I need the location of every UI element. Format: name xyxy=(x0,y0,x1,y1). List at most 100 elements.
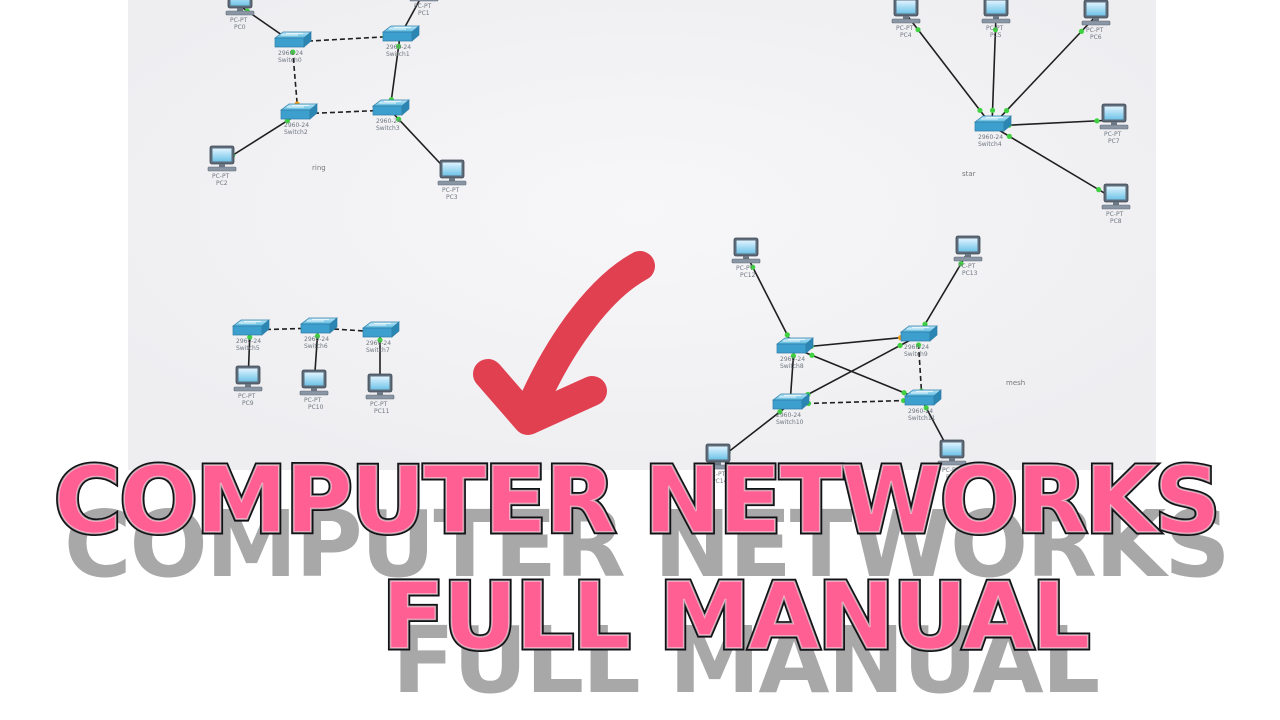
switch-name-label: Switch1 xyxy=(386,51,410,58)
link-up-indicator xyxy=(897,342,903,349)
pc-name-label: PC4 xyxy=(900,32,912,39)
switch-model-label: 2960-24 xyxy=(776,412,801,419)
link-up-indicator xyxy=(901,390,907,396)
pc-model-label: PC-PT xyxy=(958,263,976,270)
link-up-indicator xyxy=(989,107,996,113)
pc-model-label: PC-PT xyxy=(708,471,726,478)
pc-name-label: PC7 xyxy=(1108,138,1120,145)
switch-model-label: 2960-24 xyxy=(304,336,329,343)
pc-model-label: PC-PT xyxy=(896,25,914,32)
switch-model-label: 2960-24 xyxy=(366,340,391,347)
pc-name-label: PC15 xyxy=(946,474,962,481)
pc-name-label: PC14 xyxy=(712,478,728,485)
title-line-1: COMPUTER NETWORKS xyxy=(54,447,1219,554)
link-up-indicator xyxy=(284,118,290,124)
pc-name-label: PC11 xyxy=(374,408,390,415)
pc-model-label: PC-PT xyxy=(942,467,960,474)
mesh-topology-link xyxy=(789,335,919,405)
switch-model-label: 2960-24 xyxy=(904,344,929,351)
switch-model-label: 2960-24 xyxy=(278,50,303,57)
pc-model-label: PC-PT xyxy=(1104,131,1122,138)
link-up-indicator xyxy=(1096,187,1102,193)
area-label-star: star xyxy=(962,170,976,178)
pc-name-label: PC8 xyxy=(1110,218,1122,225)
pc-name-label: PC2 xyxy=(216,180,228,187)
pc-model-label: PC-PT xyxy=(238,393,256,400)
curved-arrow-icon xyxy=(473,251,655,435)
switch-name-label: Switch11 xyxy=(908,415,936,422)
switch-name-label: Switch7 xyxy=(366,347,390,354)
link-up-indicator xyxy=(1078,28,1085,34)
pc-name-label: PC5 xyxy=(990,32,1002,39)
switch-model-label: 2960-24 xyxy=(978,134,1003,141)
switch-name-label: Switch5 xyxy=(236,345,260,352)
title-shadow: COMPUTER NETWORKS FULL MANUAL xyxy=(64,491,1231,714)
switch-name-label: Switch8 xyxy=(780,363,804,370)
pc-model-label: PC-PT xyxy=(304,397,322,404)
pc-model-label: PC-PT xyxy=(986,25,1004,32)
pc-model-label: PC-PT xyxy=(442,187,460,194)
switch-model-label: 2960-24 xyxy=(386,44,411,51)
switch-name-label: Switch10 xyxy=(776,419,804,426)
mesh-topology-link xyxy=(917,251,969,337)
pc-model-label: PC-PT xyxy=(1106,211,1124,218)
title-shadow-line2: FULL MANUAL xyxy=(392,607,1099,714)
link-up-indicator xyxy=(915,27,921,33)
link-up-indicator xyxy=(314,333,321,339)
mesh-topology-link xyxy=(793,347,923,401)
link-up-indicator xyxy=(790,353,797,359)
link-up-indicator xyxy=(1094,118,1100,124)
link-up-indicator xyxy=(784,332,790,338)
topology-canvas xyxy=(128,0,1156,470)
pc-name-label: PC9 xyxy=(242,400,254,407)
pc-model-label: PC-PT xyxy=(212,173,230,180)
area-label-mesh: mesh xyxy=(1006,379,1025,387)
star-topology-link xyxy=(991,119,1115,127)
switch-name-label: Switch3 xyxy=(376,125,400,132)
switch-name-label: Switch9 xyxy=(904,351,928,358)
title-inline-2: FULL MANUAL xyxy=(382,563,1089,670)
link-up-indicator xyxy=(809,352,815,358)
link-up-indicator xyxy=(396,116,402,122)
link-up-indicator xyxy=(923,405,929,411)
link-up-indicator xyxy=(377,337,383,343)
pc-name-label: PC6 xyxy=(1090,34,1102,41)
link-up-indicator xyxy=(750,264,756,270)
devices-layer: 2960-24Switch02960-24Switch12960-24Switc… xyxy=(207,0,1131,485)
pc-model-label: PC-PT xyxy=(736,265,754,272)
title-inline-1: COMPUTER NETWORKS xyxy=(54,447,1219,554)
link-up-indicator xyxy=(247,334,253,340)
star-topology-link xyxy=(991,15,1097,127)
switch-model-label: 2960-24 xyxy=(236,338,261,345)
mesh-topology-link xyxy=(793,335,919,349)
star-topology-link xyxy=(905,13,993,127)
